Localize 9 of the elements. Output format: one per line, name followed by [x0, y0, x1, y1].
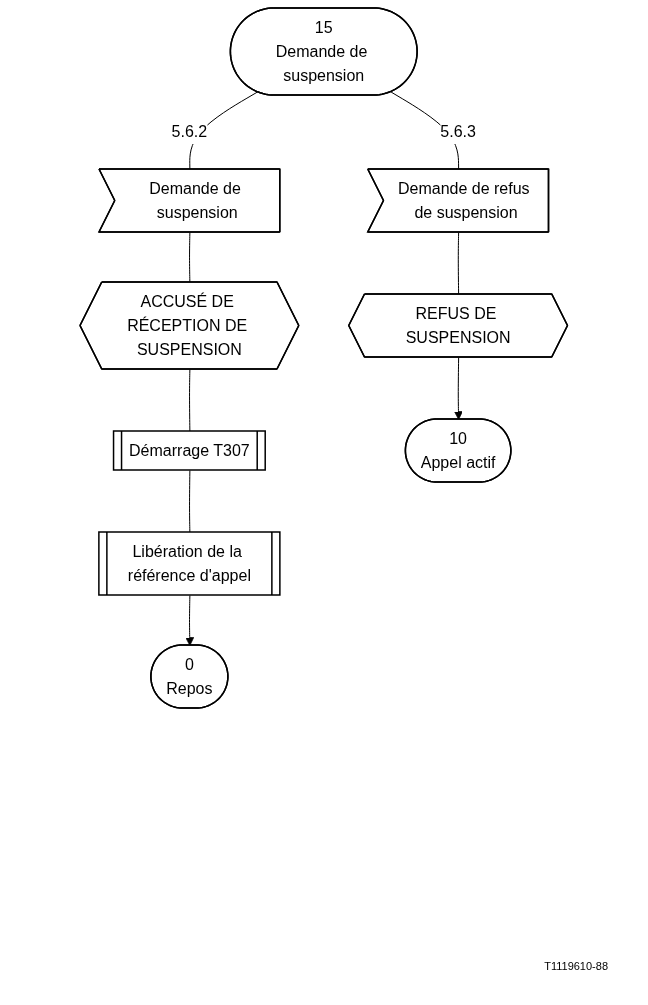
connector — [189, 369, 191, 432]
connector — [189, 470, 191, 533]
arrow — [185, 595, 195, 646]
connector — [189, 232, 191, 283]
figure-reference: T1119610-88 — [543, 960, 608, 972]
edge-label: 5.6.3 — [440, 123, 477, 140]
arrow — [454, 357, 464, 420]
connector — [458, 232, 460, 295]
edge-label: 5.6.2 — [171, 123, 208, 140]
